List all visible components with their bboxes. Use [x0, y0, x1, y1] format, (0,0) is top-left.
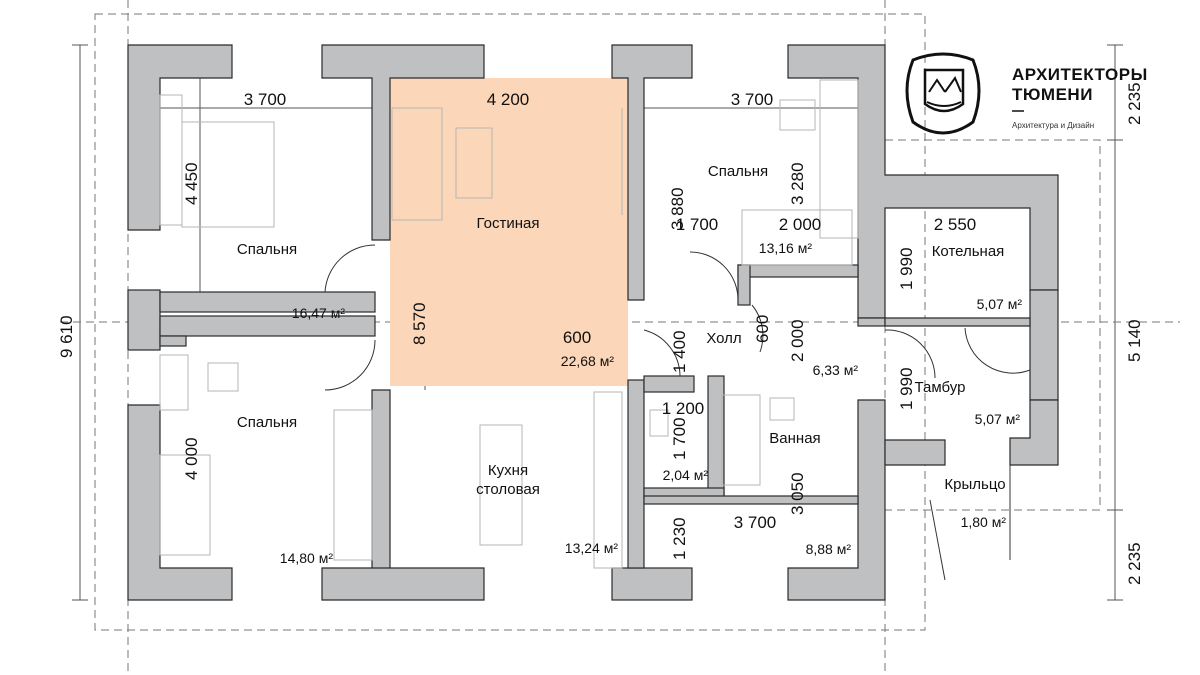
svg-text:5 140: 5 140 — [1125, 319, 1144, 362]
room-name: Гостиная — [477, 215, 540, 232]
company-logo: АРХИТЕКТОРЫ ТЮМЕНИ Архитектура и Дизайн — [905, 52, 1148, 135]
room-area: 13,24 м² — [565, 540, 619, 556]
room-area: 8,88 м² — [806, 541, 852, 557]
svg-text:4 450: 4 450 — [182, 162, 201, 205]
svg-text:2 550: 2 550 — [934, 215, 977, 234]
room-name: Тамбур — [915, 379, 966, 396]
room-name: Кухня — [488, 462, 528, 479]
svg-text:1 990: 1 990 — [897, 247, 916, 290]
room-name: Ванная — [769, 430, 820, 447]
room-name: Котельная — [932, 243, 1005, 260]
svg-text:1 990: 1 990 — [897, 367, 916, 410]
room-area: 14,80 м² — [280, 550, 334, 566]
porch-roof-outline — [885, 139, 1101, 511]
doors — [324, 244, 1031, 581]
room-name: Крыльцо — [944, 476, 1005, 493]
svg-text:3 280: 3 280 — [788, 162, 807, 205]
room-area: 5,07 м² — [975, 411, 1021, 427]
furniture — [159, 79, 859, 569]
svg-text:3 700: 3 700 — [244, 90, 287, 109]
svg-text:2 000: 2 000 — [779, 215, 822, 234]
svg-text:АРХИТЕКТОРЫ: АРХИТЕКТОРЫ — [1012, 65, 1148, 84]
svg-text:8 570: 8 570 — [410, 302, 429, 345]
living-room-highlight — [390, 78, 628, 386]
svg-text:2 000: 2 000 — [788, 319, 807, 362]
svg-text:3 050: 3 050 — [788, 472, 807, 515]
svg-text:4 000: 4 000 — [182, 437, 201, 480]
svg-text:1 200: 1 200 — [662, 399, 705, 418]
svg-text:1 700: 1 700 — [676, 215, 719, 234]
dimension-labels: 3 700 4 200 3 700 4 450 3 880 3 280 1 70… — [57, 82, 1144, 585]
svg-text:4 200: 4 200 — [487, 90, 530, 109]
room-area: 2,04 м² — [663, 467, 709, 483]
walls — [127, 44, 1059, 601]
svg-text:2 235: 2 235 — [1125, 542, 1144, 585]
room-name: Холл — [706, 330, 741, 347]
room-area: 5,07 м² — [977, 296, 1023, 312]
svg-text:9 610: 9 610 — [57, 315, 76, 358]
svg-text:3 880: 3 880 — [668, 187, 687, 230]
svg-text:3 700: 3 700 — [734, 513, 777, 532]
room-name: Спальня — [708, 163, 768, 180]
room-area: 13,16 м² — [759, 240, 813, 256]
room-name: Спальня — [237, 414, 297, 431]
room-area: 16,47 м² — [292, 305, 346, 321]
svg-text:1 230: 1 230 — [670, 517, 689, 560]
roof-outline — [94, 13, 926, 631]
svg-text:600: 600 — [753, 315, 772, 343]
room-name: Спальня — [237, 241, 297, 258]
svg-text:Архитектура и Дизайн: Архитектура и Дизайн — [1012, 121, 1094, 130]
coat-of-arms-icon — [905, 52, 981, 135]
room-name: столовая — [476, 481, 540, 498]
svg-text:2 235: 2 235 — [1125, 82, 1144, 125]
room-area: 22,68 м² — [561, 353, 615, 369]
room-area: 1,80 м² — [961, 514, 1007, 530]
room-labels: Спальня 16,47 м² Гостиная 22,68 м² Спаль… — [237, 163, 1022, 566]
svg-text:3 700: 3 700 — [731, 90, 774, 109]
svg-text:ТЮМЕНИ: ТЮМЕНИ — [1012, 85, 1093, 104]
svg-text:1 700: 1 700 — [670, 417, 689, 460]
svg-text:1 400: 1 400 — [670, 330, 689, 373]
room-area: 6,33 м² — [813, 362, 859, 378]
svg-text:600: 600 — [563, 328, 591, 347]
